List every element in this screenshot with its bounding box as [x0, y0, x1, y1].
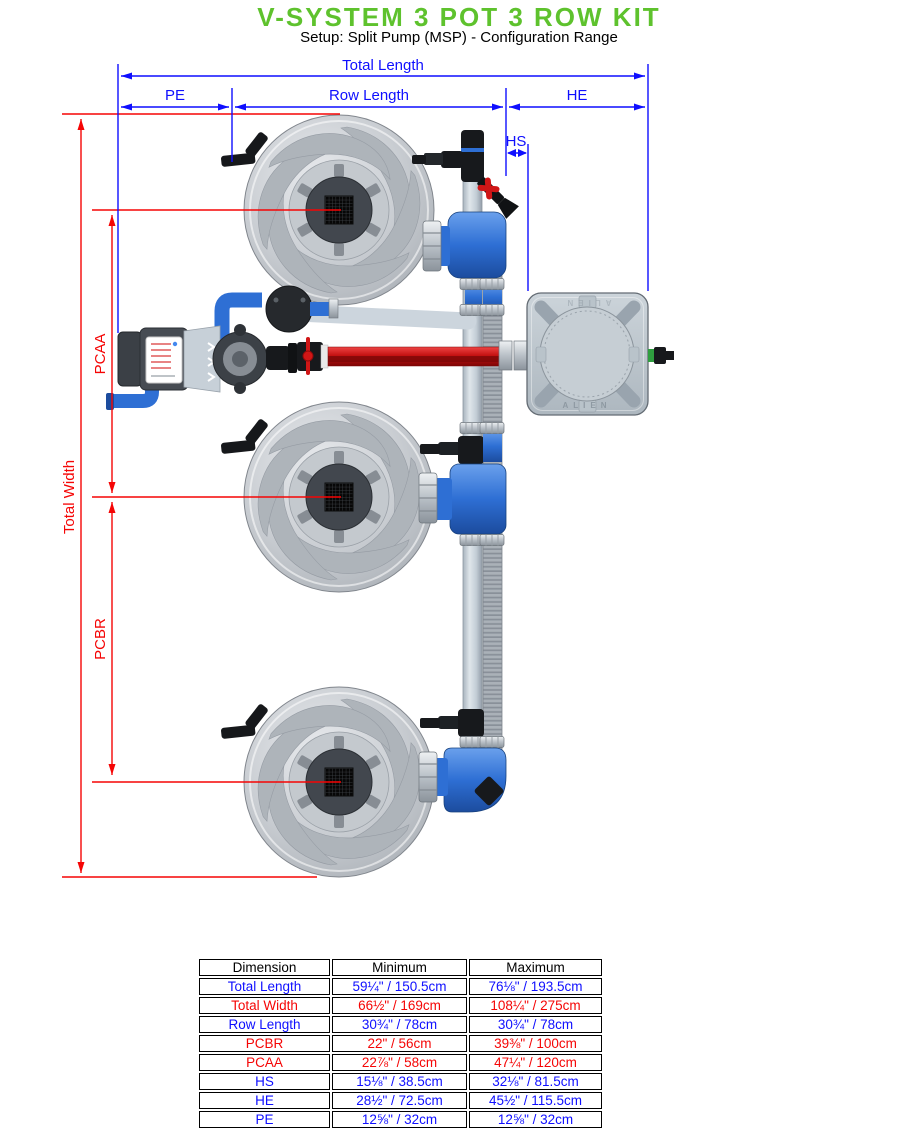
pot2-tee: [458, 436, 484, 464]
dim-max: 45½" / 115.5cm: [469, 1092, 602, 1109]
table-header-row: Dimension Minimum Maximum: [199, 959, 602, 976]
pcaa-label: PCAA: [92, 334, 109, 375]
pot1-elbow: [447, 211, 507, 279]
page-title: V-SYSTEM 3 POT 3 ROW KIT: [257, 2, 661, 32]
red-feed-pipe: [297, 337, 528, 375]
pump-motor-cap: [117, 331, 143, 387]
reservoir-brand-text: ALIEN: [563, 401, 612, 410]
total-width-label: Total Width: [61, 460, 78, 534]
dim-max: 108¼" / 275cm: [469, 997, 602, 1014]
dim-max: 30¾" / 78cm: [469, 1016, 602, 1033]
pump-label: [145, 336, 183, 384]
table-row-total-width: Total Width 66½" / 169cm 108¼" / 275cm: [199, 997, 602, 1014]
red-dimensions: [62, 113, 341, 878]
dim-max: 39⅜" / 100cm: [469, 1035, 602, 1052]
table-row-total-length: Total Length 59¼" / 150.5cm 76⅛" / 193.5…: [199, 978, 602, 995]
reservoir-lid: [539, 306, 635, 402]
blue-dimensions: [117, 64, 649, 333]
dimension-table: Dimension Minimum Maximum Total Length 5…: [197, 957, 604, 1130]
manifold-top-tee: [461, 130, 484, 182]
table-row-hs: HS 15⅛" / 38.5cm 32⅛" / 81.5cm: [199, 1073, 602, 1090]
system-diagram: ALIEN ALIEN Total Width PCAA PCBR: [61, 57, 674, 950]
dim-name: HS: [199, 1073, 330, 1090]
dim-min: 22⅞" / 58cm: [332, 1054, 467, 1071]
dim-min: 66½" / 169cm: [332, 997, 467, 1014]
dim-name: PE: [199, 1111, 330, 1128]
pump-assembly: [106, 285, 339, 410]
total-length-label: Total Length: [342, 57, 424, 74]
dim-min: 59¼" / 150.5cm: [332, 978, 467, 995]
dim-min: 12⅝" / 32cm: [332, 1111, 467, 1128]
manifold-top-valve: [477, 177, 519, 219]
dim-name: Total Length: [199, 978, 330, 995]
hs-arrow-left: [507, 149, 516, 157]
pump-drain-elbow: [112, 374, 159, 408]
row-length-label: Row Length: [329, 87, 409, 104]
dim-name: HE: [199, 1092, 330, 1109]
header-dimension: Dimension: [199, 959, 330, 976]
dim-max: 76⅛" / 193.5cm: [469, 978, 602, 995]
dim-min: 22" / 56cm: [332, 1035, 467, 1052]
hs-arrow-right: [518, 149, 527, 157]
dim-max: 12⅝" / 32cm: [469, 1111, 602, 1128]
pe-label: PE: [165, 87, 185, 104]
reservoir: ALIEN ALIEN: [526, 292, 674, 416]
pcbr-label: PCBR: [92, 618, 109, 660]
dim-min: 30¾" / 78cm: [332, 1016, 467, 1033]
table-row-pcbr: PCBR 22" / 56cm 39⅜" / 100cm: [199, 1035, 602, 1052]
table-row-he: HE 28½" / 72.5cm 45½" / 115.5cm: [199, 1092, 602, 1109]
he-label: HE: [567, 87, 588, 104]
dim-name: Row Length: [199, 1016, 330, 1033]
table-row-row-length: Row Length 30¾" / 78cm 30¾" / 78cm: [199, 1016, 602, 1033]
dim-min: 15⅛" / 38.5cm: [332, 1073, 467, 1090]
dim-max: 47¼" / 120cm: [469, 1054, 602, 1071]
table-row-pcaa: PCAA 22⅞" / 58cm 47¼" / 120cm: [199, 1054, 602, 1071]
pump-feed-pipe: [214, 292, 262, 352]
pump-volute: [265, 285, 313, 333]
header-minimum: Minimum: [332, 959, 467, 976]
hs-label: HS: [506, 133, 527, 150]
page-subtitle: Setup: Split Pump (MSP) - Configuration …: [300, 29, 618, 46]
dim-name: Total Width: [199, 997, 330, 1014]
pump-outlet-coupler: [266, 346, 290, 370]
header-maximum: Maximum: [469, 959, 602, 976]
table-row-pe: PE 12⅝" / 32cm 12⅝" / 32cm: [199, 1111, 602, 1128]
dim-min: 28½" / 72.5cm: [332, 1092, 467, 1109]
pot2-cross: [449, 463, 507, 535]
pot3-tee: [458, 709, 484, 737]
reservoir-outlet-green: [648, 349, 655, 362]
dim-max: 32⅛" / 81.5cm: [469, 1073, 602, 1090]
dim-name: PCAA: [199, 1054, 330, 1071]
reservoir-brand-text-top: ALIEN: [563, 298, 612, 307]
pot3-elbow: [443, 747, 507, 813]
dim-name: PCBR: [199, 1035, 330, 1052]
manifold-fittings: [412, 130, 519, 813]
